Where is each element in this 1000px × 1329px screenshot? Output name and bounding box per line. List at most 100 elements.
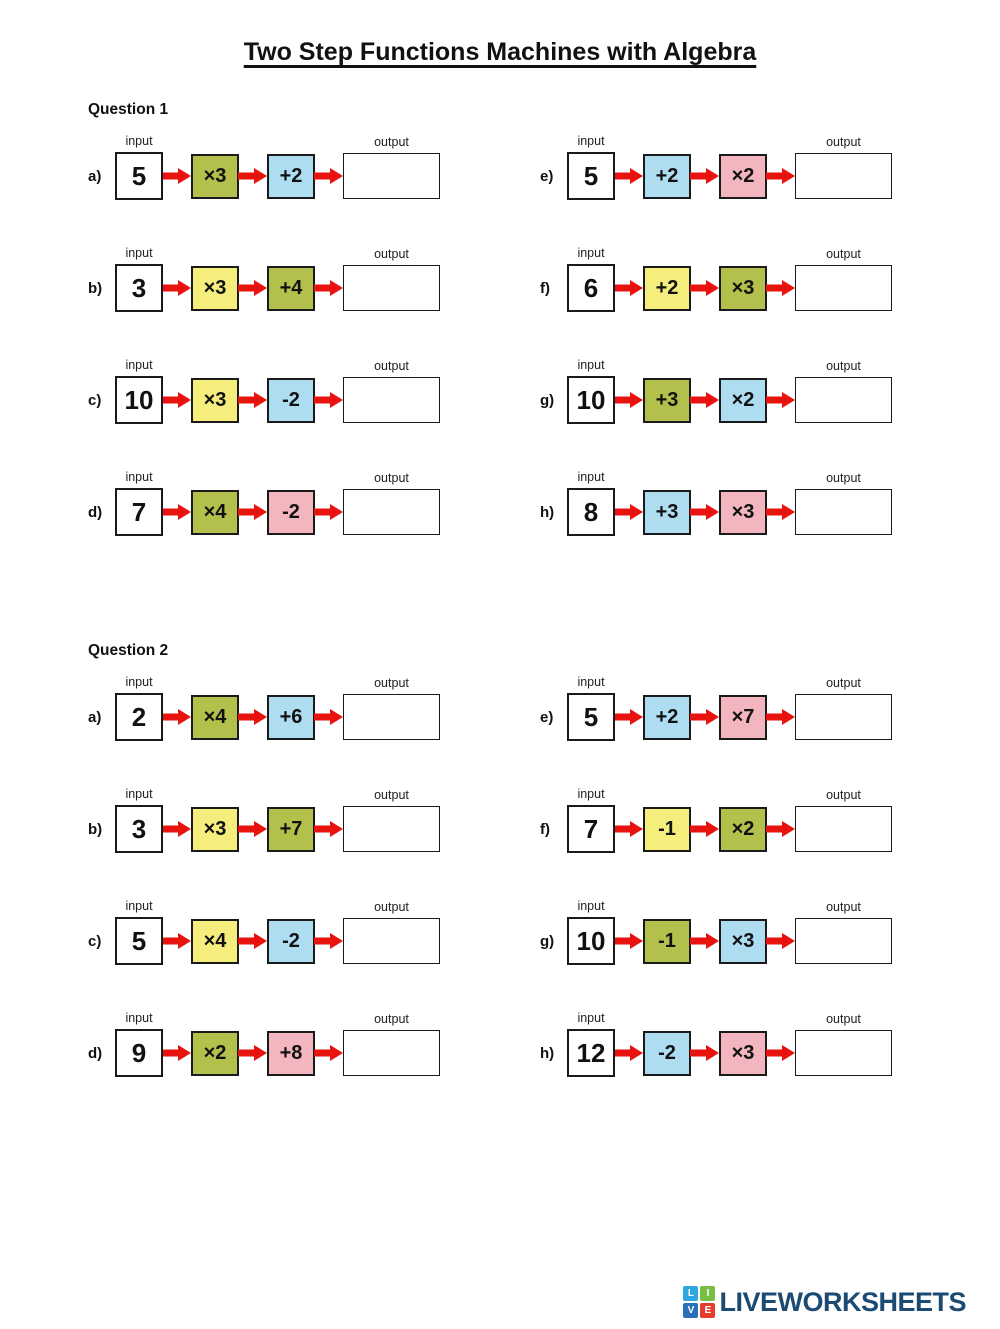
input-label: input (125, 1011, 153, 1025)
arrow-icon (614, 504, 643, 520)
arrow-icon (614, 392, 643, 408)
arrow-icon (162, 1045, 191, 1061)
input-label: input (577, 675, 605, 689)
output-answer-box[interactable] (343, 265, 440, 311)
output-answer-box[interactable] (343, 806, 440, 852)
output-answer-box[interactable] (795, 918, 892, 964)
output-answer-box[interactable] (343, 1030, 440, 1076)
arrow-icon (690, 168, 719, 184)
arrow-icon (238, 168, 267, 184)
input-label: input (577, 787, 605, 801)
input-label: input (125, 246, 153, 260)
output-answer-box[interactable] (343, 918, 440, 964)
arrow-icon (162, 168, 191, 184)
output-label: output (826, 900, 861, 914)
output-answer-box[interactable] (343, 377, 440, 423)
input-value-box: 10 (115, 376, 163, 424)
machine-row-2h: h) input 12 -2 ×3 output (540, 1011, 892, 1077)
machine-row-2b: b) input 3 ×3 +7 output (88, 787, 540, 853)
operation-box-1: -1 (643, 918, 691, 964)
input-value-box: 7 (567, 805, 615, 853)
operation-box-1: -1 (643, 806, 691, 852)
operation-box-2: -2 (267, 377, 315, 423)
arrow-icon (614, 821, 643, 837)
arrow-icon (238, 933, 267, 949)
output-answer-box[interactable] (795, 806, 892, 852)
arrow-icon (766, 1045, 795, 1061)
row-label: h) (540, 1044, 555, 1062)
row-label: c) (88, 391, 102, 409)
output-answer-box[interactable] (795, 489, 892, 535)
arrow-icon (690, 709, 719, 725)
operation-box-2: ×7 (719, 694, 767, 740)
logo-square-v: V (683, 1303, 699, 1318)
row-label: b) (88, 279, 103, 297)
output-answer-box[interactable] (343, 153, 440, 199)
input-value-box: 8 (567, 488, 615, 536)
output-label: output (826, 788, 861, 802)
arrow-icon (614, 933, 643, 949)
operation-box-2: ×2 (719, 153, 767, 199)
row-label: a) (88, 167, 102, 185)
arrow-icon (314, 280, 343, 296)
operation-box-2: ×3 (719, 265, 767, 311)
arrow-icon (162, 504, 191, 520)
input-label: input (125, 470, 153, 484)
worksheet-title: Two Step Functions Machines with Algebra (243, 38, 757, 66)
input-value-box: 5 (567, 152, 615, 200)
machine-row-1g: g) input 10 +3 ×2 output (540, 358, 892, 424)
question-2-right-column: e) input 5 +2 ×7 output f) input 7 -1 ×2… (540, 660, 892, 1077)
input-value-box: 6 (567, 264, 615, 312)
output-answer-box[interactable] (795, 694, 892, 740)
row-label: d) (88, 503, 103, 521)
output-label: output (374, 788, 409, 802)
arrow-icon (614, 168, 643, 184)
operation-box-2: +8 (267, 1030, 315, 1076)
input-value-box: 5 (115, 917, 163, 965)
input-label: input (125, 675, 153, 689)
operation-box-1: +2 (643, 694, 691, 740)
operation-box-2: ×3 (719, 489, 767, 535)
input-value-box: 12 (567, 1029, 615, 1077)
operation-box-2: ×2 (719, 377, 767, 423)
input-value-box: 10 (567, 376, 615, 424)
input-label: input (125, 899, 153, 913)
output-label: output (374, 135, 409, 149)
arrow-icon (766, 392, 795, 408)
row-label: f) (540, 820, 550, 838)
output-answer-box[interactable] (795, 1030, 892, 1076)
row-label: e) (540, 167, 554, 185)
operation-box-1: -2 (643, 1030, 691, 1076)
operation-box-2: +6 (267, 694, 315, 740)
input-label: input (577, 1011, 605, 1025)
machine-row-2a: a) input 2 ×4 +6 output (88, 675, 540, 741)
output-answer-box[interactable] (795, 265, 892, 311)
output-label: output (826, 676, 861, 690)
arrow-icon (238, 504, 267, 520)
question-1-heading: Question 1 (88, 101, 169, 118)
logo-square-e: E (700, 1303, 716, 1318)
operation-box-1: +2 (643, 265, 691, 311)
output-answer-box[interactable] (343, 694, 440, 740)
input-value-box: 3 (115, 264, 163, 312)
arrow-icon (238, 1045, 267, 1061)
arrow-icon (690, 504, 719, 520)
arrow-icon (690, 1045, 719, 1061)
operation-box-1: +3 (643, 377, 691, 423)
machine-row-1h: h) input 8 +3 ×3 output (540, 470, 892, 536)
arrow-icon (314, 504, 343, 520)
input-label: input (577, 899, 605, 913)
arrow-icon (690, 280, 719, 296)
machine-row-2c: c) input 5 ×4 -2 output (88, 899, 540, 965)
output-answer-box[interactable] (343, 489, 440, 535)
machine-row-1f: f) input 6 +2 ×3 output (540, 246, 892, 312)
operation-box-2: ×3 (719, 918, 767, 964)
question-2-rows: a) input 2 ×4 +6 output b) input 3 ×3 +7… (88, 660, 1000, 1077)
output-answer-box[interactable] (795, 153, 892, 199)
machine-row-1c: c) input 10 ×3 -2 output (88, 358, 540, 424)
input-value-box: 9 (115, 1029, 163, 1077)
output-answer-box[interactable] (795, 377, 892, 423)
input-label: input (125, 134, 153, 148)
output-label: output (374, 1012, 409, 1026)
operation-box-2: ×3 (719, 1030, 767, 1076)
